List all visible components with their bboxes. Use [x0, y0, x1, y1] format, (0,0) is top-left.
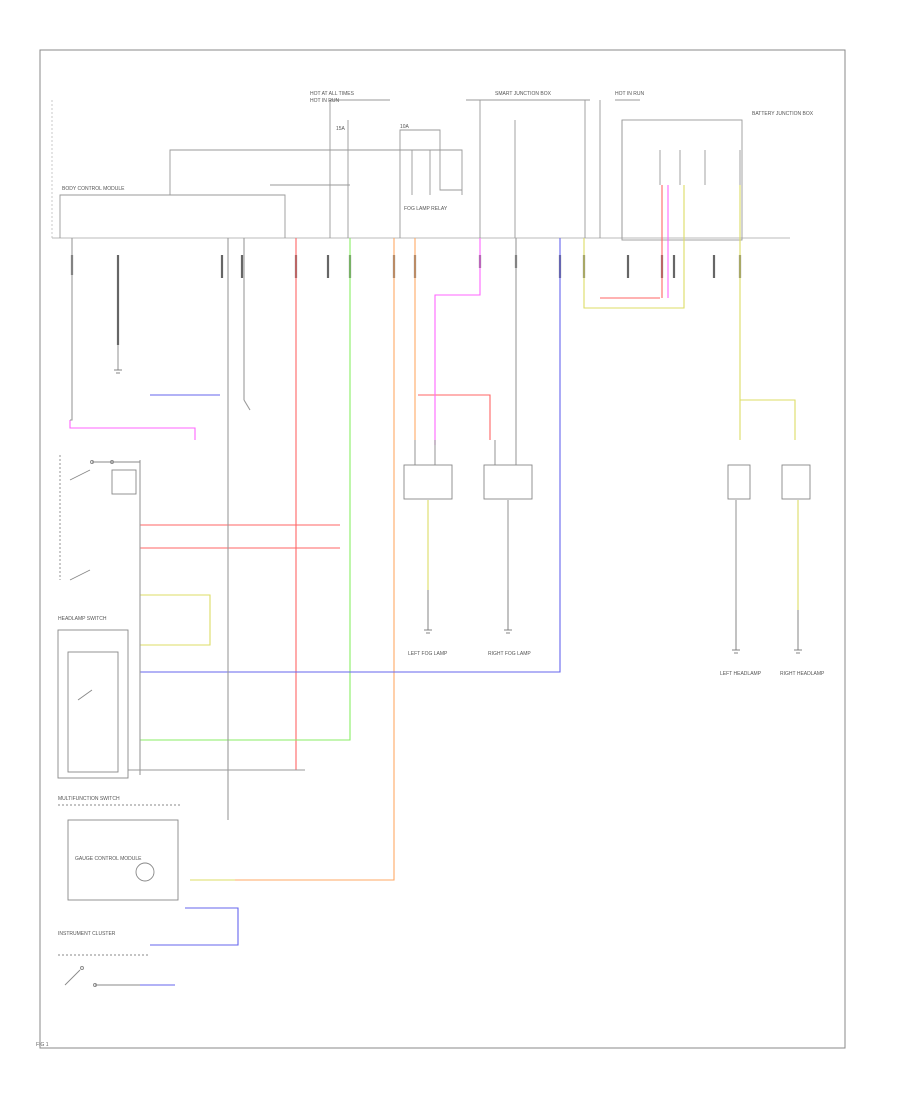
blue-wires [140, 238, 561, 986]
right-headlamp-icon [781, 464, 811, 500]
label-instrument-cluster: INSTRUMENT CLUSTER [58, 931, 116, 937]
label-left-headlamp: LEFT HEADLAMP [720, 671, 762, 677]
label-headlamp-switch: HEADLAMP SWITCH [58, 616, 107, 622]
ground-icon [794, 610, 802, 654]
ground-icon [504, 590, 512, 634]
lamp-labels: LEFT FOG LAMP RIGHT FOG LAMP LEFT HEADLA… [408, 651, 825, 677]
headlamp-switch-block [59, 455, 140, 581]
gray-wires [70, 238, 737, 820]
connector-pins [70, 255, 742, 345]
label-fuse-10a: 10A [400, 124, 410, 130]
label-fog-lamp-relay: FOG LAMP RELAY [404, 206, 448, 212]
bcm-top-block [59, 99, 743, 241]
diagram-frame [39, 49, 846, 1049]
yellow-wires [140, 185, 799, 881]
label-hot-in-run-1: HOT IN RUN [310, 98, 339, 104]
lamp-group-right [727, 464, 811, 500]
ground-icon [732, 610, 740, 654]
label-gauge-control-module: GAUGE CONTROL MODULE [75, 856, 142, 862]
label-hot-in-run-2: HOT IN RUN [615, 91, 644, 97]
ground-symbols [114, 369, 802, 654]
lamp-group-center [403, 440, 533, 500]
top-labels: HOT AT ALL TIMES HOT IN RUN SMART JUNCTI… [62, 91, 814, 212]
label-right-headlamp: RIGHT HEADLAMP [780, 671, 825, 677]
label-multifunction-switch: MULTIFUNCTION SWITCH [58, 796, 120, 802]
green-wire [140, 238, 351, 741]
label-hot-at-all-times-1: HOT AT ALL TIMES [310, 91, 355, 97]
pink-wires [69, 185, 669, 445]
multifunction-switch-block [57, 629, 129, 779]
right-fog-lamp-icon [483, 464, 533, 500]
label-body-control-module: BODY CONTROL MODULE [62, 186, 125, 192]
label-smart-junction-box: SMART JUNCTION BOX [495, 91, 552, 97]
left-headlamp-icon [727, 464, 751, 500]
orange-wire [190, 238, 416, 881]
red-wires [140, 185, 663, 770]
label-battery-junction-box: BATTERY JUNCTION BOX [752, 111, 814, 117]
label-fuse-15a: 15A [336, 126, 346, 132]
ground-icon [114, 369, 122, 374]
left-fog-lamp-icon [403, 464, 453, 500]
label-left-fog-lamp: LEFT FOG LAMP [408, 651, 448, 657]
ground-icon [424, 590, 432, 634]
label-right-fog-lamp: RIGHT FOG LAMP [488, 651, 531, 657]
instrument-cluster-block [58, 804, 180, 987]
figure-number: FIG 1 [36, 1042, 49, 1048]
gauge-icon [135, 862, 155, 882]
